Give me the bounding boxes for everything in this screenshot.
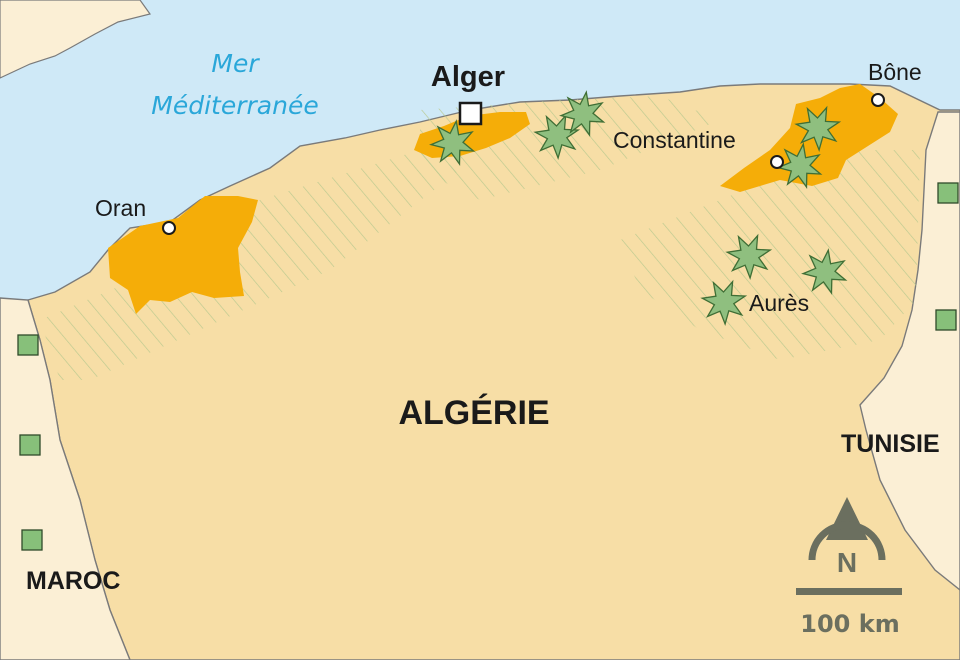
maquis-star-icon (776, 142, 823, 189)
base-square (17, 334, 39, 356)
maquis-star-icon (533, 113, 581, 161)
maquis-star-icon (725, 233, 773, 281)
maquis-star-icon (429, 119, 476, 166)
scale-label: 100 km (800, 610, 899, 638)
bone-marker (871, 93, 885, 107)
capital-label: Alger (431, 61, 505, 93)
maquis-star-icon (700, 279, 748, 327)
maquis-star-icon (559, 90, 606, 137)
morocco-land (0, 297, 131, 660)
base-square (935, 309, 957, 331)
tunisia-land (859, 111, 960, 591)
north-arrow-icon: N (808, 497, 886, 578)
sea-label-line2: Méditerranée (151, 91, 318, 120)
alger-capital-marker (458, 101, 483, 126)
country-label: ALGÉRIE (398, 394, 549, 432)
oran-zone (108, 196, 258, 314)
compass-letter: N (837, 547, 857, 578)
constantine-label: Constantine (613, 127, 736, 153)
constantine-marker (770, 155, 784, 169)
hatched-zone-east (620, 150, 920, 360)
base-square (937, 182, 959, 204)
base-square (19, 434, 41, 456)
scale-bar-line (796, 588, 902, 595)
bone-label: Bône (868, 59, 922, 85)
scale-bar: 100 km (796, 588, 902, 638)
west-neighbor-label: MAROC (26, 567, 120, 595)
base-square (21, 529, 43, 551)
maquis-star-icon (801, 248, 848, 295)
sea-label-line1: Mer (211, 49, 260, 78)
aures-label: Aurès (749, 290, 809, 316)
oran-label: Oran (95, 195, 146, 221)
east-neighbor-label: TUNISIE (841, 430, 940, 458)
hatched-zone-west (40, 150, 460, 380)
oran-marker (162, 221, 176, 235)
maquis-markers (429, 90, 848, 327)
maquis-star-icon (794, 105, 842, 153)
spain-coast (0, 0, 152, 79)
